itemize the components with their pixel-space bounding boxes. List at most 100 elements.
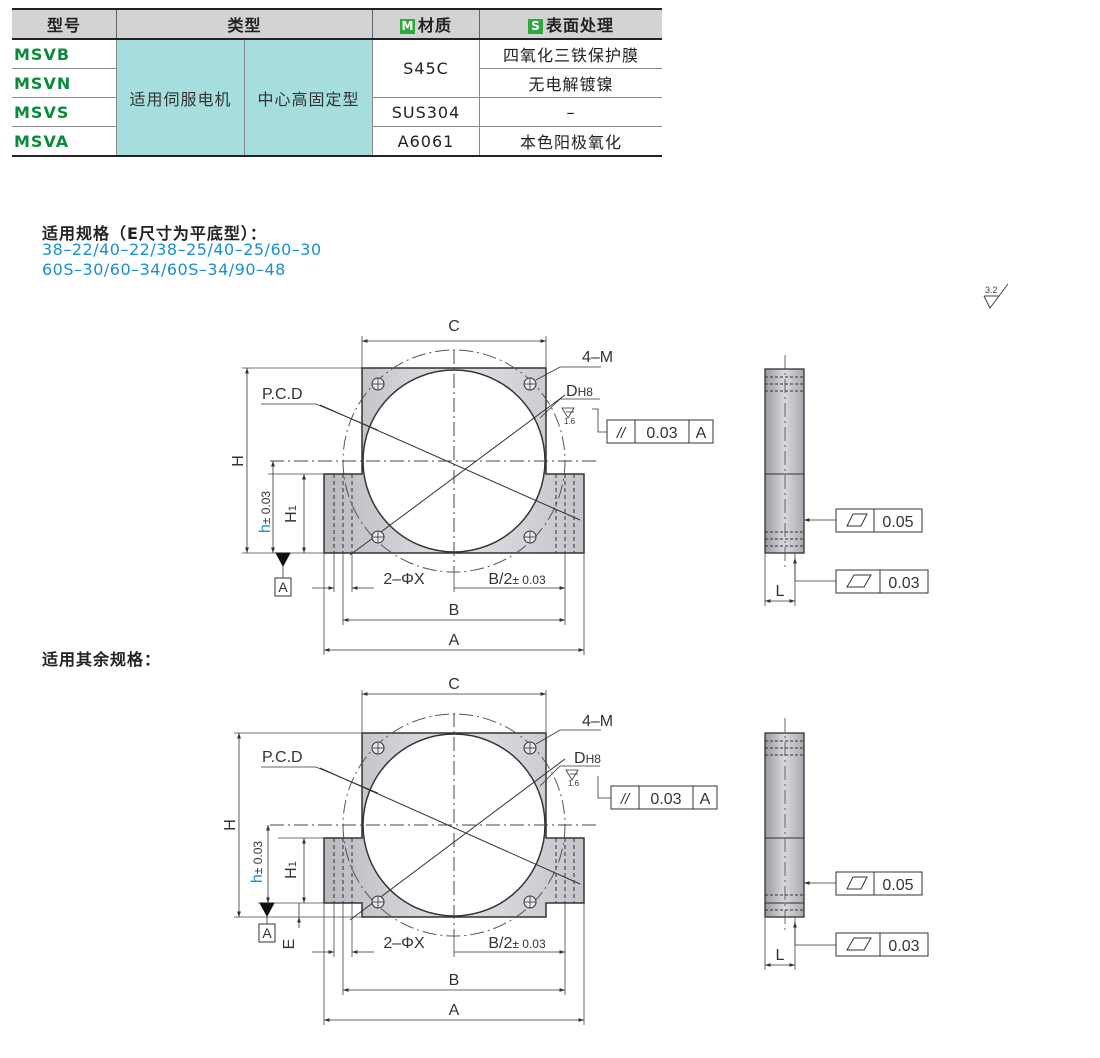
spec-size-line: 38–22/40–22/38–25/40–25/60–30 xyxy=(42,240,322,259)
model-cell: MSVB xyxy=(12,39,117,69)
parallelism-frame: // 0.03 A xyxy=(597,776,718,810)
bore-roughness-value: 1.6 xyxy=(568,779,580,788)
spec-size-line: 60S–30/60–34/60S–34/90–48 xyxy=(42,260,286,279)
dim-label-holes: 2–ΦX xyxy=(383,571,425,588)
dim-label-h1-sub: 1 xyxy=(287,861,299,867)
bore-roughness-icon: 1.6 xyxy=(565,769,580,788)
parallel-value: 0.03 xyxy=(650,791,681,808)
parallelism-frame: // 0.03 A xyxy=(592,408,714,444)
dim-label-d: D xyxy=(574,750,586,767)
svg-text:H1: H1 xyxy=(283,505,300,523)
flatness-frame-bottom: 0.03 xyxy=(835,569,929,594)
dim-label-h1: H xyxy=(283,511,300,523)
dim-label-a: A xyxy=(449,1002,460,1019)
surface-mark-icon: S xyxy=(527,19,543,34)
header-surface-label: 表面处理 xyxy=(545,16,614,35)
dim-label-h-total: H xyxy=(222,819,239,831)
dim-label-c: C xyxy=(448,318,460,335)
dim-label-l: L xyxy=(776,947,785,964)
model-cell: MSVA xyxy=(12,126,117,157)
dim-label-h-tol: ± 0.03 xyxy=(251,841,265,875)
dim-label-c: C xyxy=(448,676,460,693)
type-cell-center-height: 中心高固定型 xyxy=(244,39,373,157)
svg-text:DH8: DH8 xyxy=(574,750,601,767)
datum-label: A xyxy=(278,579,288,595)
material-mark-icon: M xyxy=(399,19,415,34)
surface-cell: 四氧化三铁保护膜 xyxy=(479,39,662,69)
svg-text:h± 0.03: h± 0.03 xyxy=(249,841,266,884)
dim-label-b-half: B/2 xyxy=(488,571,512,588)
flatness-icon xyxy=(846,513,868,527)
dim-label-h-tol: ± 0.03 xyxy=(259,491,273,525)
surface-cell: – xyxy=(479,97,662,127)
flatness-bottom-value: 0.03 xyxy=(888,575,919,592)
roughness-symbol-icon: 3.2 xyxy=(983,283,1009,309)
side-view-flat-type: L 0.05 0.03 xyxy=(764,355,929,606)
type-cell-servo: 适用伺服电机 xyxy=(116,39,245,157)
roughness-value: 3.2 xyxy=(985,285,998,295)
dim-label-l: L xyxy=(776,583,785,600)
material-cell: A6061 xyxy=(372,126,480,157)
flatness-frame-bottom: 0.03 xyxy=(835,932,929,957)
material-cell: S45C xyxy=(372,39,480,98)
svg-text:B/2± 0.03: B/2± 0.03 xyxy=(488,935,546,952)
dim-label-e: E xyxy=(281,939,298,950)
svg-text:h± 0.03: h± 0.03 xyxy=(257,491,274,534)
front-view-flat-type: C 4–M P.C.D DH8 1.6 H h± 0.03 H1 A 2–ΦX … xyxy=(230,318,714,655)
flatness-icon xyxy=(846,876,868,890)
datum-label: A xyxy=(262,925,272,941)
dim-label-b-half-tol: ± 0.03 xyxy=(512,937,546,951)
dim-label-h-small: h xyxy=(257,524,274,533)
material-cell: SUS304 xyxy=(372,97,480,127)
spec-sizes: 38–22/40–22/38–25/40–25/60–30 60S–30/60–… xyxy=(42,240,322,280)
parallel-value: 0.03 xyxy=(646,425,677,442)
surface-cell: 无电解镀镍 xyxy=(479,68,662,98)
dim-label-pcd: P.C.D xyxy=(262,386,303,403)
spec-heading: 适用规格（E尺寸为平底型）： xyxy=(42,224,267,243)
dim-label-pcd: P.C.D xyxy=(262,749,303,766)
flatness-frame-top: 0.05 xyxy=(835,871,923,896)
header-model: 型号 xyxy=(12,8,117,40)
flatness-bottom-value: 0.03 xyxy=(888,938,919,955)
front-view-standard-type: C 4–M P.C.D DH8 1.6 H h± 0.03 H1 E A 2–Φ… xyxy=(222,676,718,1025)
side-view-standard-type: L 0.05 0.03 xyxy=(764,718,929,970)
flatness-top-value: 0.05 xyxy=(882,514,913,531)
dim-label-b: B xyxy=(449,602,460,619)
parallel-icon: // xyxy=(616,425,627,442)
bore-roughness-value: 1.6 xyxy=(564,417,576,426)
svg-text:B/2± 0.03: B/2± 0.03 xyxy=(488,571,546,588)
flatness-frame-top: 0.05 xyxy=(835,508,923,533)
header-material-label: 材质 xyxy=(417,16,452,35)
dim-label-a: A xyxy=(449,632,460,649)
bore-roughness-icon: 1.6 xyxy=(561,407,576,426)
dim-label-h1-sub: 1 xyxy=(287,505,299,511)
flatness-top-value: 0.05 xyxy=(882,877,913,894)
svg-text:H1: H1 xyxy=(283,861,300,879)
dim-label-d-sub: H8 xyxy=(586,752,602,766)
dim-label-b-half-tol: ± 0.03 xyxy=(512,573,546,587)
flatness-icon xyxy=(846,937,872,951)
parallel-datum: A xyxy=(700,791,711,808)
dim-label-b: B xyxy=(449,972,460,989)
dim-label-holes: 2–ΦX xyxy=(383,935,425,952)
surface-cell: 本色阳极氧化 xyxy=(479,126,662,157)
dim-label-h-total: H xyxy=(230,455,247,467)
dim-label-m: 4–M xyxy=(582,713,613,730)
parallel-icon: // xyxy=(620,791,631,808)
model-cell: MSVN xyxy=(12,68,117,98)
dim-label-h1: H xyxy=(283,867,300,879)
parallel-datum: A xyxy=(696,425,707,442)
dim-label-h-small: h xyxy=(249,874,266,883)
svg-text:DH8: DH8 xyxy=(566,383,593,400)
flatness-icon xyxy=(846,574,872,588)
header-type: 类型 xyxy=(116,8,373,40)
other-spec-heading: 适用其余规格： xyxy=(42,650,162,669)
model-cell: MSVS xyxy=(12,97,117,127)
dim-label-d-sub: H8 xyxy=(578,385,594,399)
dim-label-d: D xyxy=(566,383,578,400)
dim-label-m: 4–M xyxy=(582,349,613,366)
